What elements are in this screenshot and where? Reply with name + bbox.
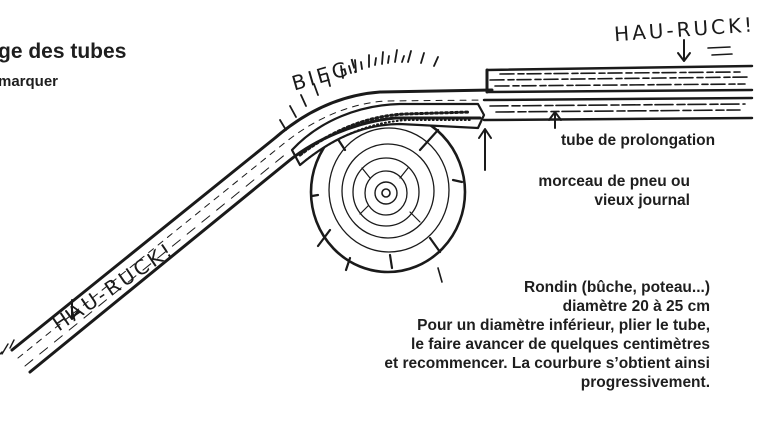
padding-drawing: [292, 104, 484, 165]
log-label: Rondin (bûche, poteau...) diamètre 20 à …: [250, 278, 710, 392]
log-label-line: Pour un diamètre inférieur, plier le tub…: [250, 316, 710, 335]
page-subtitle: marquer: [0, 72, 58, 91]
extension-tube: [484, 66, 752, 120]
bieg-annotation: BIEG!: [289, 53, 364, 96]
log-label-line: et recommencer. La courbure s’obtient ai…: [250, 354, 710, 373]
page-title: ge des tubes: [0, 40, 126, 64]
log-label-line: Rondin (bûche, poteau...): [250, 278, 710, 297]
log-label-line: progressivement.: [250, 373, 710, 392]
hau-ruck-top-annotation: HAU-RUCK!: [613, 12, 756, 46]
padding-label: morceau de pneu ou vieux journal: [488, 172, 690, 210]
padding-label-line: morceau de pneu ou: [488, 172, 690, 191]
extension-tube-label: tube de prolongation: [561, 131, 715, 150]
log-label-line: le faire avancer de quelques centimètres: [250, 335, 710, 354]
log-label-line: diamètre 20 à 25 cm: [250, 297, 710, 316]
padding-label-line: vieux journal: [488, 191, 690, 210]
hau-ruck-left-annotation: HAU-RUCK!: [48, 237, 178, 336]
